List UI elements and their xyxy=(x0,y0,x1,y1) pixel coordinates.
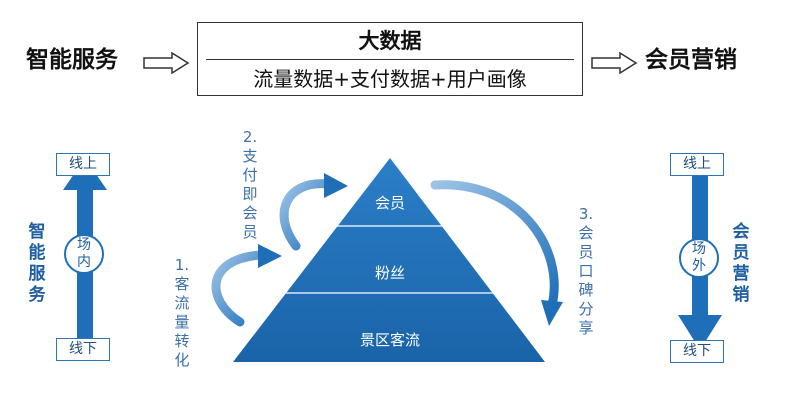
step-1-number: 1. xyxy=(174,256,190,274)
header-right-arrow-icon xyxy=(591,52,638,74)
left-circle: 场 内 xyxy=(64,234,104,274)
pyramid xyxy=(233,158,545,362)
header-right-label: 会员营销 xyxy=(645,47,737,73)
curved-arrow-2 xyxy=(279,179,333,251)
pyramid-shape xyxy=(233,158,545,362)
curved-arrow-1 xyxy=(211,250,267,327)
left-circle-char: 内 xyxy=(77,254,91,270)
big-data-subtitle: 流量数据+支付数据+用户画像 xyxy=(253,67,527,91)
step-2-char: 会 xyxy=(242,204,258,222)
curved-arrow-3-head-icon xyxy=(541,300,563,326)
step-1-char: 量 xyxy=(174,313,190,331)
left-side-title-char: 务 xyxy=(28,285,46,305)
right-circle-char: 外 xyxy=(692,258,706,274)
curved-arrow-1-head-icon xyxy=(258,244,282,268)
step-3-char: 享 xyxy=(578,319,594,337)
step-3-char: 口 xyxy=(578,262,594,280)
step-3-text: 3. 会 员 口 碑 分 享 xyxy=(577,205,595,338)
right-side-title-char: 营 xyxy=(732,264,750,284)
pyramid-top-label: 会员 xyxy=(374,194,405,212)
step-1-text: 1. 客 流 量 转 化 xyxy=(173,256,191,370)
step-2-char: 付 xyxy=(242,166,258,184)
left-online-box: 线上 xyxy=(56,153,110,176)
step-2-char: 即 xyxy=(242,185,258,203)
step-2-text: 2. 支 付 即 会 员 xyxy=(241,128,259,242)
step-1-char: 化 xyxy=(174,351,190,369)
step-2-char: 支 xyxy=(242,147,258,165)
header-left-arrow-icon xyxy=(143,52,190,74)
right-side-title-char: 销 xyxy=(732,285,750,305)
left-side-title: 智 能 服 务 xyxy=(27,222,47,306)
right-online-box: 线上 xyxy=(670,153,724,176)
right-side-title-char: 员 xyxy=(732,243,750,263)
step-1-char: 客 xyxy=(174,275,190,293)
left-circle-char: 场 xyxy=(77,237,91,253)
right-side-title-char: 会 xyxy=(732,222,750,242)
step-3-number: 3. xyxy=(578,205,594,223)
step-3-char: 会 xyxy=(578,224,594,242)
big-data-title: 大数据 xyxy=(358,29,422,53)
pyramid-bottom-label: 景区客流 xyxy=(359,331,420,349)
big-data-box: 大数据 流量数据+支付数据+用户画像 xyxy=(197,22,583,96)
left-side-title-char: 服 xyxy=(28,264,46,284)
left-offline-box: 线下 xyxy=(56,338,110,361)
left-side-title-char: 智 xyxy=(28,222,46,242)
big-data-divider xyxy=(206,59,574,60)
curved-arrow-2-head-icon xyxy=(324,173,348,198)
step-1-char: 流 xyxy=(174,294,190,312)
step-1-char: 转 xyxy=(174,332,190,350)
step-3-char: 员 xyxy=(578,243,594,261)
left-side-title-char: 能 xyxy=(28,243,46,263)
header-left-label: 智能服务 xyxy=(26,47,118,73)
pyramid-middle-label: 粉丝 xyxy=(374,264,405,282)
right-offline-box: 线下 xyxy=(670,340,724,363)
right-side-title: 会 员 营 销 xyxy=(731,222,751,306)
step-3-char: 分 xyxy=(578,300,594,318)
curved-arrow-3 xyxy=(430,180,559,310)
step-3-char: 碑 xyxy=(578,281,594,299)
right-circle-char: 场 xyxy=(692,241,706,257)
right-circle: 场 外 xyxy=(679,238,719,278)
step-2-char: 员 xyxy=(242,223,258,241)
step-2-number: 2. xyxy=(242,128,258,146)
